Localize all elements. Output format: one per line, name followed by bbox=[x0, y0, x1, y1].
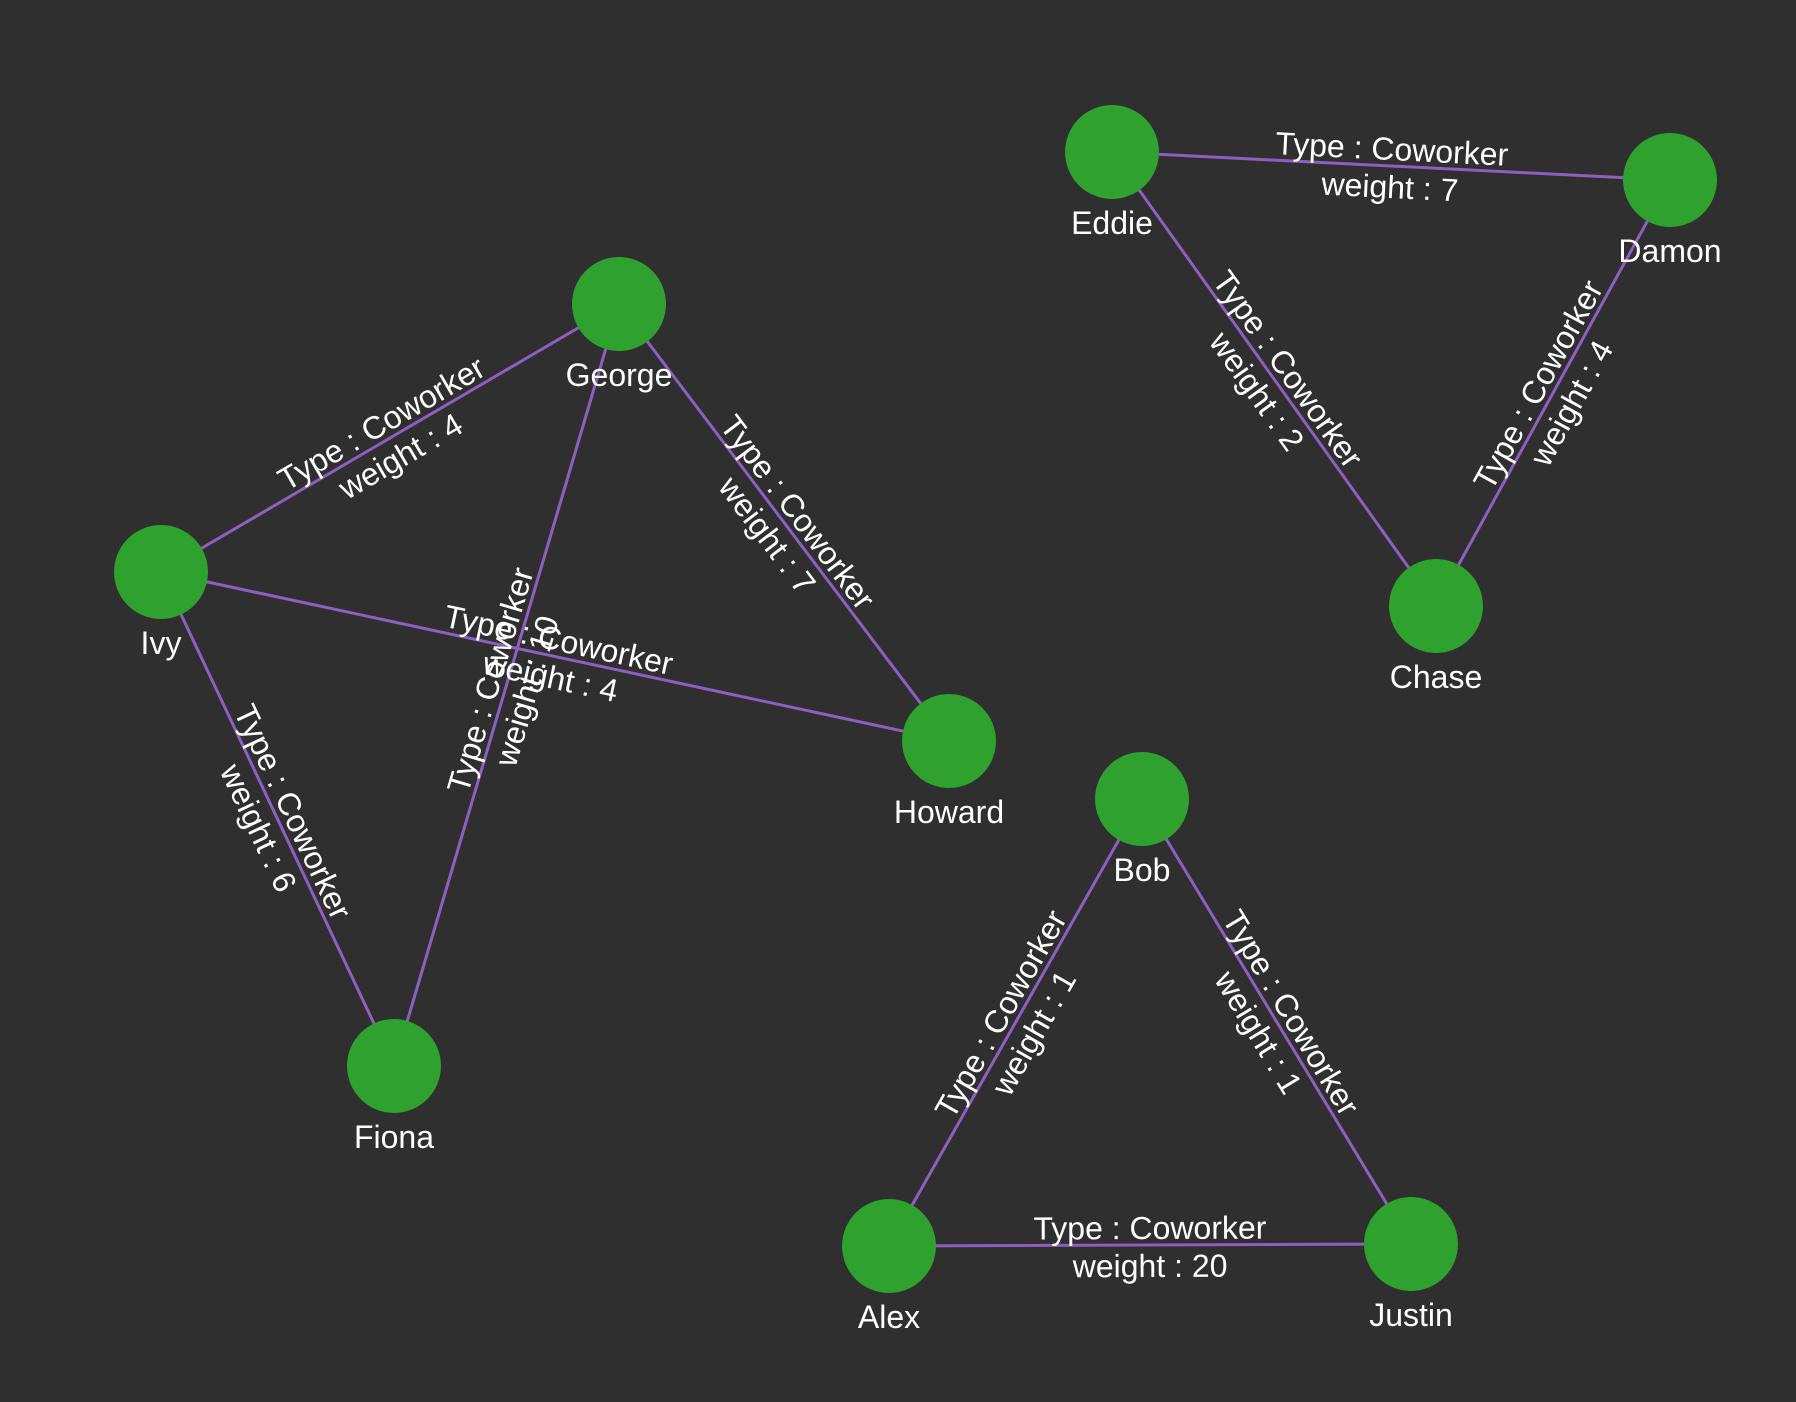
edge-bob-justin[interactable] bbox=[1140, 797, 1413, 1246]
edge-chase-damon[interactable] bbox=[1434, 178, 1672, 608]
edge-ivy-fiona[interactable] bbox=[159, 570, 396, 1068]
node-label: Fiona bbox=[354, 1119, 434, 1155]
node-label: Bob bbox=[1114, 852, 1171, 888]
node-circle[interactable] bbox=[842, 1199, 936, 1293]
edge-george-howard[interactable] bbox=[617, 302, 951, 743]
edge-type-text: Type : Coworker bbox=[1275, 125, 1510, 173]
node-chase[interactable]: Chase bbox=[1389, 559, 1483, 695]
node-label: Alex bbox=[858, 1299, 920, 1335]
node-george[interactable]: George bbox=[566, 257, 673, 393]
node-circle[interactable] bbox=[1095, 752, 1189, 846]
edge-alex-bob[interactable] bbox=[887, 797, 1144, 1248]
node-label: Howard bbox=[894, 794, 1004, 830]
edge-weight-text: weight : 7 bbox=[1320, 166, 1460, 209]
edges-layer bbox=[159, 150, 1672, 1248]
node-label: Chase bbox=[1390, 659, 1483, 695]
node-eddie[interactable]: Eddie bbox=[1065, 105, 1159, 241]
edge-eddie-damon[interactable] bbox=[1110, 150, 1672, 182]
node-bob[interactable]: Bob bbox=[1095, 752, 1189, 888]
node-circle[interactable] bbox=[902, 694, 996, 788]
edge-ivy-howard[interactable] bbox=[159, 570, 951, 743]
node-circle[interactable] bbox=[572, 257, 666, 351]
node-fiona[interactable]: Fiona bbox=[347, 1019, 441, 1155]
node-circle[interactable] bbox=[347, 1019, 441, 1113]
node-label: Eddie bbox=[1071, 205, 1153, 241]
edge-type-text: Type : Coworker bbox=[1033, 1210, 1266, 1247]
node-ivy[interactable]: Ivy bbox=[114, 525, 208, 661]
edge-fiona-george[interactable] bbox=[392, 302, 621, 1068]
node-label: Ivy bbox=[141, 625, 182, 661]
node-howard[interactable]: Howard bbox=[894, 694, 1004, 830]
node-circle[interactable] bbox=[1065, 105, 1159, 199]
node-circle[interactable] bbox=[1364, 1197, 1458, 1291]
node-damon[interactable]: Damon bbox=[1618, 133, 1722, 269]
edge-weight-text: weight : 20 bbox=[1072, 1248, 1228, 1285]
edge-ivy-george[interactable] bbox=[159, 302, 621, 574]
edge-alex-justin[interactable] bbox=[887, 1242, 1413, 1248]
node-label: Justin bbox=[1369, 1297, 1453, 1333]
node-label: George bbox=[566, 357, 673, 393]
node-justin[interactable]: Justin bbox=[1364, 1197, 1458, 1333]
node-circle[interactable] bbox=[1389, 559, 1483, 653]
node-circle[interactable] bbox=[1623, 133, 1717, 227]
node-alex[interactable]: Alex bbox=[842, 1199, 936, 1335]
edge-eddie-chase[interactable] bbox=[1110, 150, 1438, 608]
node-circle[interactable] bbox=[114, 525, 208, 619]
node-label: Damon bbox=[1618, 233, 1721, 269]
